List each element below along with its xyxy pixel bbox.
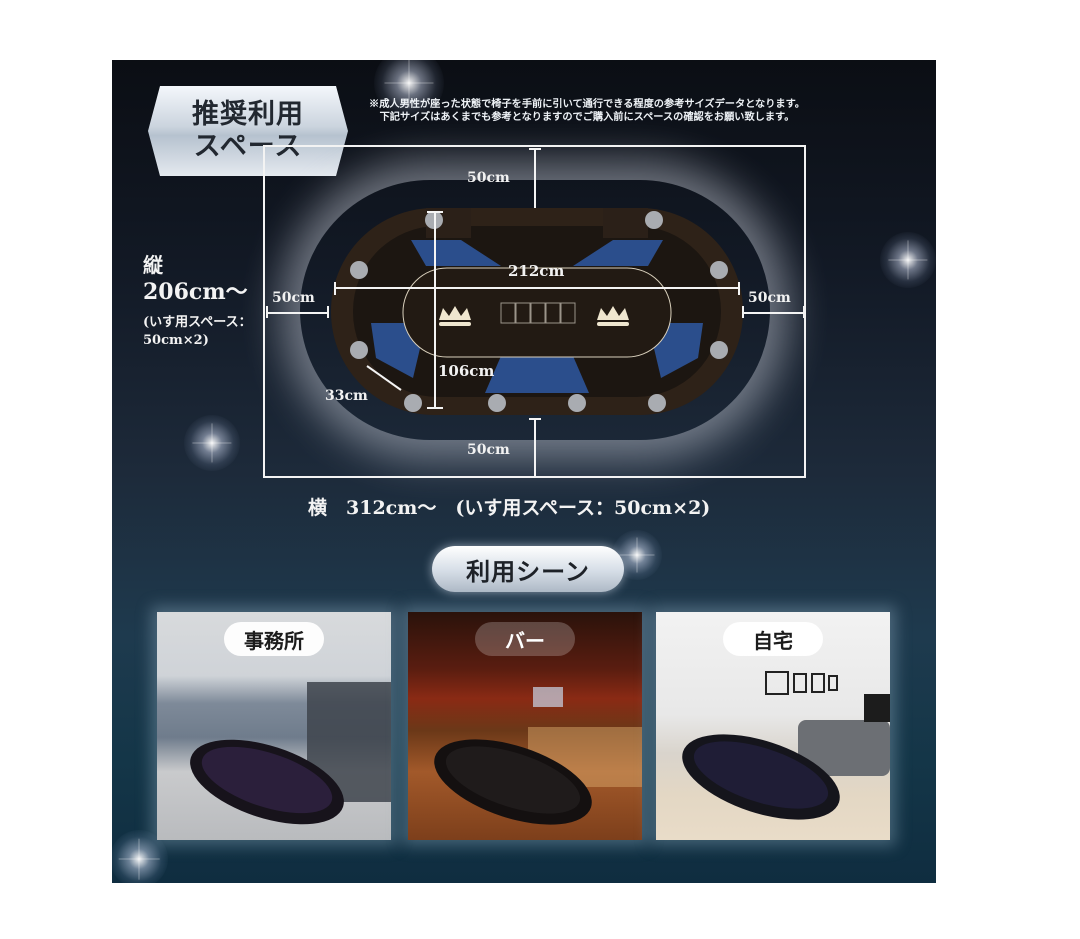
community-card-boxes <box>500 302 576 324</box>
right-clearance-label: 50cm <box>748 290 791 306</box>
tick <box>266 306 268 318</box>
vertical-note-1: (いす用スペース： <box>143 315 252 330</box>
top-clearance-label: 50cm <box>467 170 510 186</box>
scene-photo-office: 事務所 <box>157 612 391 840</box>
left-clearance-line <box>266 312 328 314</box>
sparkle-decoration <box>880 232 936 288</box>
title-line-1: 推奨利用 <box>192 99 304 130</box>
note-line-1: ※成人男性が座った状態で椅子を手前に引いて通行できる程度の参考サイズデータとなり… <box>369 98 805 110</box>
tick <box>742 306 744 318</box>
scene-label-bar: バー <box>475 622 575 656</box>
tick <box>327 306 329 318</box>
sparkle-decoration <box>184 415 240 471</box>
tick <box>529 418 541 420</box>
seat-spacing-label: 33cm <box>325 388 368 404</box>
tick <box>529 148 541 150</box>
left-clearance-label: 50cm <box>272 290 315 306</box>
cup-holders <box>350 211 728 412</box>
vertical-total-label: 縦 206cm〜 (いす用スペース： 50cm×2) <box>143 252 252 350</box>
reference-note: ※成人男性が座った状態で椅子を手前に引いて通行できる程度の参考サイズデータとなり… <box>352 98 822 124</box>
right-clearance-line <box>742 312 804 314</box>
felt-wedge <box>573 240 663 266</box>
top-clearance-line <box>534 148 536 208</box>
table-width-label: 212cm <box>508 262 565 280</box>
bottom-clearance-label: 50cm <box>467 442 510 458</box>
scene-photo-home: 自宅 <box>656 612 890 840</box>
usage-scenes-heading: 利用シーン <box>432 546 624 592</box>
vertical-note-2: 50cm×2) <box>143 333 209 348</box>
room-boundary-rect <box>263 145 806 478</box>
horizontal-total-label: 横 312cm〜 (いす用スペース：50cm×2) <box>308 497 711 519</box>
sparkle-decoration <box>374 60 444 118</box>
felt-wedge <box>411 240 501 266</box>
scene-label-home: 自宅 <box>723 622 823 656</box>
tick <box>803 306 805 318</box>
crown-logo-right <box>597 306 629 326</box>
home-table-illustration <box>682 671 890 820</box>
scene-photo-bar: バー <box>408 612 642 840</box>
poker-table-diagram <box>331 208 743 415</box>
section-title-plate: 推奨利用 スペース <box>148 86 348 176</box>
felt-wedge <box>485 356 589 393</box>
table-depth-label: 106cm <box>438 362 495 380</box>
bottom-clearance-line <box>534 418 536 476</box>
vertical-value: 206cm〜 <box>143 279 248 305</box>
usage-scenes-heading-text: 利用シーン <box>466 556 590 586</box>
note-line-2: 下記サイズはあくまでも参考となりますのでご購入前にスペースの確認をお願い致します… <box>379 111 795 123</box>
vertical-heading: 縦 <box>143 253 163 277</box>
scene-label-office: 事務所 <box>224 622 324 656</box>
bar-table-illustration <box>434 687 642 825</box>
office-table-illustration <box>190 682 391 825</box>
crown-logo-left <box>439 306 471 326</box>
